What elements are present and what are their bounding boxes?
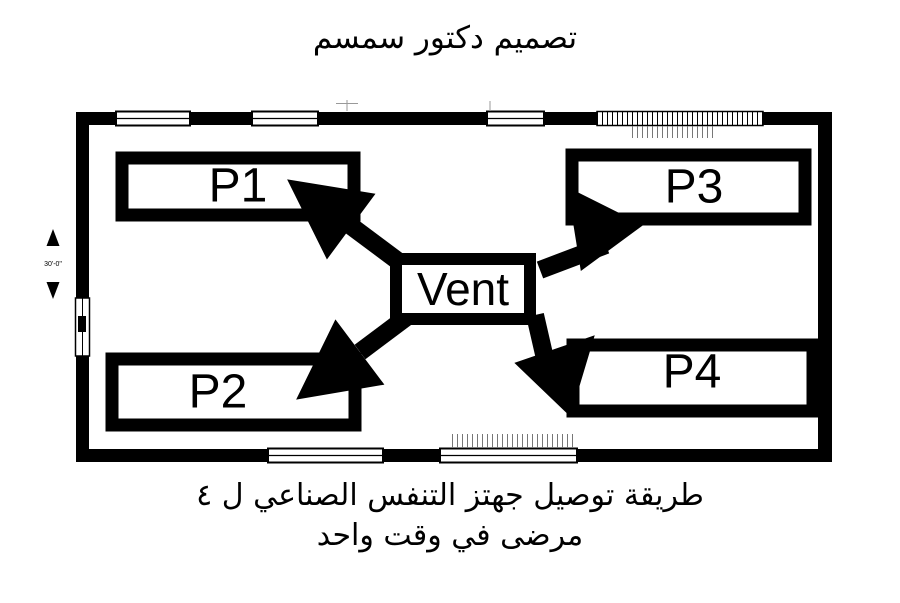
dimension-arrow-down-icon: [46, 282, 60, 299]
window-top-3: [486, 110, 545, 127]
room-p3-label: P3: [665, 161, 724, 214]
page-title: تصميم دكتور سمسم: [312, 20, 578, 56]
room-p4-label: P4: [663, 346, 722, 399]
labels: P1 P2 P3 P4 Vent: [189, 160, 724, 419]
dimension-ticks: [336, 100, 491, 111]
window-top-hatched: [596, 110, 764, 138]
room-p1-label: P1: [209, 160, 268, 213]
room-p3-box: [565, 148, 812, 226]
window-bottom-1: [267, 447, 384, 464]
door-left: [74, 297, 91, 357]
room-p1-box: [115, 151, 361, 222]
dimension-arrow-up-icon: [46, 229, 60, 246]
room-p2-label: P2: [189, 366, 248, 419]
caption-line-1: طريقة توصيل جهتز التنفس الصناعي ل ٤: [196, 478, 704, 513]
caption-block: طريقة توصيل جهتز التنفس الصناعي ل ٤ مرضى…: [0, 476, 900, 556]
room-p2-box: [105, 352, 362, 432]
window-top-2: [251, 110, 319, 127]
caption-line-2: مرضى في وقت واحد: [316, 518, 584, 553]
window-bottom-2: [439, 434, 578, 464]
vent-label: Vent: [417, 263, 509, 315]
arrow-vent-to-p3: [536, 187, 644, 279]
vent-arrows: [287, 179, 644, 417]
window-top-1: [115, 110, 191, 127]
dimension-marker: 30'-0": [44, 229, 62, 299]
wall-right: [818, 112, 832, 462]
dimension-label: 30'-0": [44, 261, 62, 268]
wall-left: [76, 112, 89, 462]
wall-openings: [74, 100, 764, 464]
vent-box: [390, 253, 536, 325]
arrow-vent-to-p4: [514, 312, 595, 417]
